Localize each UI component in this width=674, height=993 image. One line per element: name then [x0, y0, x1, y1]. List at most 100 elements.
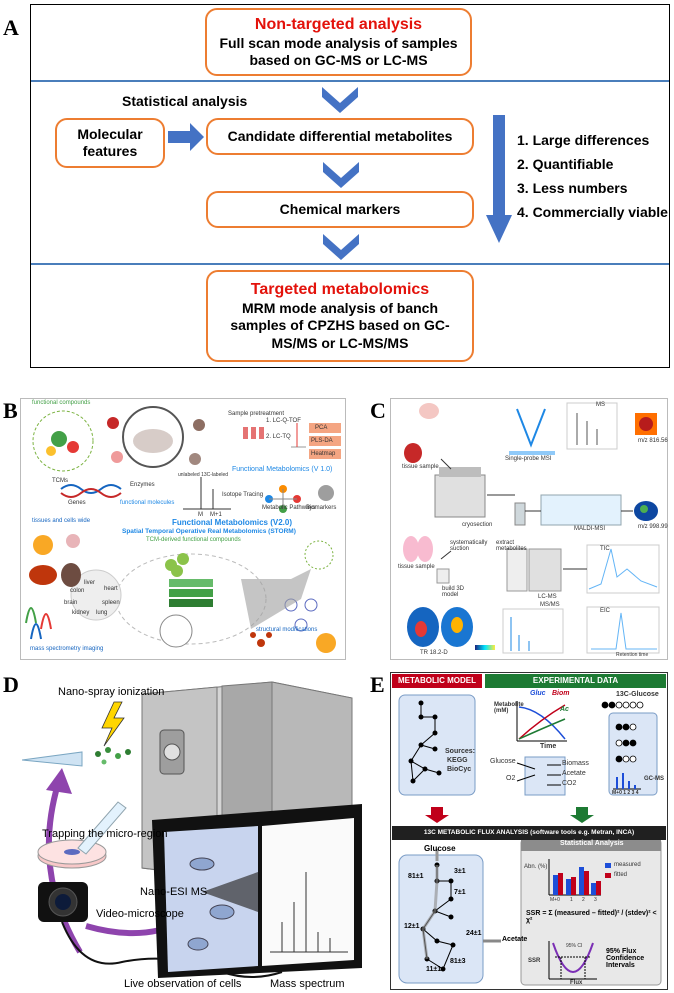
panel-e-illustration [398, 693, 662, 986]
c-retention-time: Retention time [616, 652, 649, 658]
b-fm-v2: Functional Metabolomics (V2.0) [172, 518, 293, 527]
c-mz1: m/z 816.56 [638, 438, 668, 444]
b-tcm-derived: TCM-derived functional compounds [146, 537, 241, 543]
panel-b-frame [20, 398, 346, 660]
e-fitted: fitted [614, 872, 628, 878]
b-msi: mass spectrometry imaging [30, 646, 104, 652]
non-targeted-text: Full scan mode analysis of samples based… [219, 34, 458, 69]
criteria-list: 1. Large differences 2. Quantifiable 3. … [517, 128, 668, 224]
panel-d-letter: D [3, 672, 19, 697]
e-mtick-3: 3 [594, 897, 597, 903]
e-ci95: 95% CI [566, 943, 583, 949]
candidate-metabolites-box: Candidate differential metabolites [206, 118, 474, 155]
e-c13-glucose: 13C-Glucose [616, 691, 659, 698]
d-mass-spectrum: Mass spectrum [270, 978, 345, 990]
b-organ-brain: brain [64, 600, 78, 606]
e-mtick-2: 2 [582, 897, 585, 903]
b-organ-heart: heart [104, 586, 118, 592]
down-arrow-3 [323, 234, 359, 260]
targeted-title: Targeted metabolomics [250, 280, 430, 298]
e-kegg: KEGG [447, 757, 468, 764]
e-metabolic-model-header: METABOLIC MODEL [392, 674, 482, 688]
e-abn: Abn. (%) [524, 864, 548, 870]
b-functional-molecules: functional molecules [120, 500, 175, 506]
e-ac: Ac [560, 706, 569, 713]
e-flux-axis: Flux [570, 980, 583, 986]
e-ssr-axis: SSR [528, 958, 541, 964]
candidate-metabolites-text: Candidate differential metabolites [227, 127, 453, 144]
b-structural: structural modifications [256, 627, 318, 633]
panel-c-letter: C [370, 398, 386, 423]
b-lc-tq: 2. LC-TQ [266, 434, 291, 440]
b-fm-v1: Functional Metabolomics (V 1.0) [232, 466, 333, 473]
c-tr: TR 18.2-D [420, 650, 448, 656]
targeted-text: MRM mode analysis of banch samples of CP… [230, 299, 450, 351]
d-video: Video-microscope [96, 908, 184, 920]
c-ms: MS [596, 402, 605, 408]
e-time: Time [540, 743, 557, 750]
e-flux-4: 12±1 [404, 923, 420, 930]
b-genes: Genes [68, 500, 86, 506]
criterion-3: 3. Less numbers [517, 180, 628, 196]
d-nano-esi: Nano-ESI MS [140, 886, 208, 898]
panel-a-frame [30, 4, 670, 368]
b-m1: M+1 [210, 512, 222, 518]
e-sources: Sources: [445, 748, 475, 755]
c-mz2: m/z 998.99 [638, 524, 668, 530]
e-flux-7: 11±1 [426, 966, 442, 973]
b-biomarkers: Biomarkers [306, 505, 337, 511]
e-mtick-0: M+0 [550, 897, 560, 903]
e-acetate-out: Acetate [502, 936, 528, 943]
panel-b-letter: B [3, 398, 18, 423]
c-eic: EIC [600, 608, 611, 614]
e-metabolite: Metabolite (mM) [494, 702, 524, 714]
b-tissues: tissues and cells wide [32, 518, 91, 524]
e-experimental-header: EXPERIMENTAL DATA [485, 674, 666, 688]
statistical-analysis-label: Statistical analysis [122, 93, 248, 109]
c-single-probe: Single-probe MSI [505, 456, 552, 462]
e-biomass: Biomass [562, 760, 589, 767]
b-functional-compounds: functional compounds [32, 400, 91, 406]
panel-b-illustration [25, 406, 341, 653]
c-systematically: systematically suction [450, 540, 488, 552]
d-trapping: Trapping the micro-region [42, 828, 168, 840]
e-ci-text: 95% Flux Confidence Intervals [606, 948, 645, 969]
c-maldi: MALDI-MSI [574, 526, 606, 532]
e-flux-3: 7±1 [454, 889, 466, 896]
b-isotope: Isotope Tracing [222, 492, 264, 498]
e-flux-6: 81±3 [450, 958, 466, 965]
e-measured: measured [614, 862, 641, 868]
panel-a-letter: A [3, 15, 19, 40]
c-tissue-sample-2: tissue sample [398, 564, 435, 570]
non-targeted-title: Non-targeted analysis [254, 15, 423, 33]
down-arrow-2 [323, 162, 359, 188]
b-lc-qtof: 1. LC-Q-TOF [266, 418, 301, 424]
c-extract: extract metabolites [496, 540, 527, 552]
panel-e-letter: E [370, 672, 385, 697]
e-glucose-top: Glucose [424, 844, 456, 853]
c-build3d: build 3D model [442, 586, 465, 598]
molecular-features-box: Molecular features [55, 118, 165, 168]
c-msms: MS/MS [540, 602, 560, 608]
d-live: Live observation of cells [124, 978, 242, 990]
e-gcms: GC-MS [644, 776, 664, 782]
b-heatmap: Heatmap [311, 451, 336, 457]
b-m: M [198, 512, 203, 518]
d-nano-spray: Nano-spray ionization [58, 686, 165, 698]
e-flux-1: 81±1 [408, 873, 424, 880]
panel-e-frame [390, 672, 668, 990]
e-co2: CO2 [562, 780, 577, 787]
e-mtick-1: 1 [570, 897, 573, 903]
panel-c-illustration [403, 402, 660, 654]
b-unlabeled: unlabeled 13C-labeled [178, 472, 229, 478]
b-pca: PCA [315, 425, 328, 431]
e-mplus: M+0 1 2 3 4 [612, 790, 639, 796]
e-stat-title: Statistical Analysis [560, 840, 624, 847]
b-organ-kidney: kidney [72, 610, 90, 616]
c-tissue-sample: tissue sample [402, 464, 439, 470]
b-organ-colon: colon [70, 588, 85, 594]
c-lcms: LC-MS [538, 594, 557, 600]
criterion-1: 1. Large differences [517, 132, 650, 148]
e-ssr-equation: SSR = Σ (measured – fitted)² / (stdev)² … [526, 910, 657, 924]
b-enzymes: Enzymes [130, 482, 155, 488]
